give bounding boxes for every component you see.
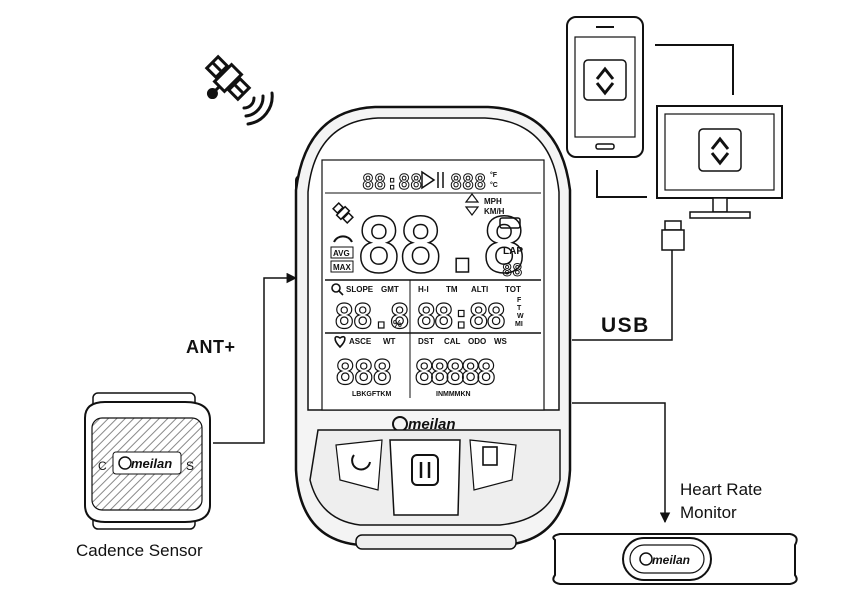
cadence-sensor: C S meilan	[84, 392, 211, 530]
heart-icon	[334, 335, 346, 349]
lcd-mid-percent: %	[393, 319, 402, 330]
ant-plus-label: ANT+	[186, 337, 236, 357]
lcd-tag-asce: ASCE	[349, 337, 372, 346]
lcd-unit-mi: MI	[515, 321, 523, 328]
usb-label: USB	[601, 314, 650, 337]
lcd-top-right-digits: 888	[450, 170, 486, 194]
heart-rate-strap: meilan	[552, 533, 798, 585]
smartphone	[566, 16, 644, 158]
usb-plug-icon	[661, 220, 685, 251]
start-pause-button[interactable]	[389, 439, 461, 516]
hrm-link	[572, 402, 671, 524]
device-brand-text: meilan	[408, 416, 456, 433]
hrm-brand-text: meilan	[652, 553, 690, 567]
heart-rate-label-line2: Monitor	[680, 503, 737, 522]
lcd-top-left-digits: 88:88	[362, 170, 422, 194]
lcd-tag-alti: ALTI	[471, 285, 488, 294]
back-button[interactable]	[335, 439, 383, 491]
lcd-tag-tot: TOT	[505, 285, 521, 294]
lcd-bottom-units-left: LBKGFTKM	[352, 391, 391, 398]
lcd-tag-odo: ODO	[468, 337, 486, 346]
page-button[interactable]	[469, 439, 517, 491]
app-sync-icon-monitor	[710, 136, 730, 166]
lcd-avg-label: AVG	[333, 249, 350, 258]
cadence-sensor-label: Cadence Sensor	[76, 541, 203, 560]
gps-small-icon	[332, 202, 354, 224]
lcd-screen: 88:88 888 °F °C 88.8 MPH KM/H AVG MAX LA…	[325, 170, 541, 398]
battery-icon	[499, 217, 521, 229]
magnifier-icon	[331, 283, 344, 296]
lcd-bottom-units-right: INMMMKN	[436, 391, 471, 398]
lcd-tag-slope: SLOPE	[346, 285, 374, 294]
play-pause-icon	[421, 170, 444, 190]
lcd-temp-f: °F	[490, 171, 498, 179]
heart-rate-label-line1: Heart Rate	[680, 480, 763, 499]
lcd-unit-kmh: KM/H	[484, 207, 505, 216]
lcd-tag-dst: DST	[418, 337, 434, 346]
lcd-max-label: MAX	[333, 263, 351, 272]
lcd-tag-gmt: GMT	[381, 285, 399, 294]
lcd-lap-digits: 88	[502, 261, 522, 281]
lcd-temp-c: °C	[490, 181, 498, 189]
computer-monitor	[656, 105, 783, 219]
refresh-icon	[351, 454, 371, 471]
lcd-unit-w: W	[517, 313, 524, 320]
lcd-tag-ws: WS	[494, 337, 508, 346]
ant-link	[213, 272, 298, 444]
lcd-bottom-left-digits: 888	[335, 353, 391, 393]
lcd-bottom-right-digits: 88888	[414, 353, 495, 393]
app-sync-icon	[595, 66, 615, 96]
satellite-icon	[204, 54, 252, 102]
cadence-brand-text: meilan	[131, 456, 172, 471]
cadence-gauge-icon	[333, 235, 353, 243]
lcd-mid-right-digits: 88:88	[416, 297, 505, 337]
cadence-s-mark: S	[186, 459, 194, 473]
heart-rate-monitor-label: Heart Rate Monitor	[680, 478, 762, 524]
lcd-tag-wt: WT	[383, 337, 396, 346]
lcd-unit-f: F	[517, 297, 522, 304]
lcd-tag-tm: TM	[446, 285, 458, 294]
lcd-main-speed: 88.8	[356, 201, 523, 290]
cadence-c-mark: C	[98, 459, 107, 473]
signal-waves-icon	[242, 91, 274, 126]
lcd-tag-hi: H-I	[418, 285, 429, 294]
lcd-lap-label: LAP	[503, 246, 523, 257]
clipboard-icon	[482, 446, 498, 466]
lcd-unit-mph: MPH	[484, 197, 502, 206]
lcd-unit-t: T	[517, 305, 522, 312]
usb-link	[572, 250, 673, 341]
lcd-mid-left-digits: 88.8	[334, 297, 408, 337]
sync-links	[596, 44, 734, 198]
lcd-tag-cal: CAL	[444, 337, 461, 346]
speed-trend-icon	[464, 193, 480, 216]
device-buttons	[309, 429, 561, 526]
